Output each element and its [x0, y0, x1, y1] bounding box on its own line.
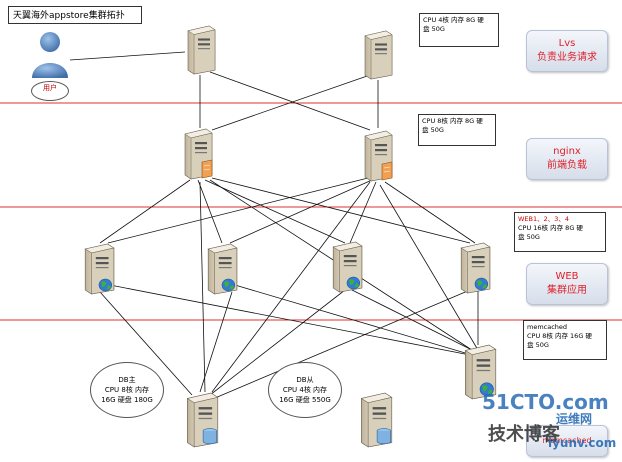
db-master-title: DB主: [118, 376, 136, 384]
link: [379, 184, 479, 351]
layer-label-memcached: memcached: [526, 425, 608, 457]
web-spec-note: WEB1、2、3、4 CPU 16核 内存 8G 硬 盘 50G: [514, 212, 606, 252]
lvs-spec-line: 盘 50G: [423, 25, 445, 33]
db-master-spec: 16G 硬盘 180G: [101, 396, 153, 404]
server-tower-icon: [364, 130, 393, 182]
web-server-1: [82, 243, 116, 295]
layer-lvs-name: Lvs: [558, 38, 576, 49]
link: [349, 181, 377, 244]
layer-label-web: WEB 集群应用: [526, 263, 608, 305]
server-tower-icon: [332, 241, 363, 293]
link: [99, 179, 191, 244]
memcached-spec-line: 盘 50G: [527, 341, 549, 349]
link: [199, 291, 233, 393]
lvs-server-left: [185, 25, 217, 75]
db-master-ellipse: DB主 CPU 8核 内存 16G 硬盘 180G: [90, 362, 164, 418]
watermark-site: 51CTO.com: [482, 390, 609, 414]
nginx-server-left: [182, 128, 214, 180]
link: [99, 291, 193, 396]
lvs-spec-note: CPU 4核 内存 8G 硬 盘 50G: [419, 13, 499, 47]
link: [234, 284, 473, 356]
watermark-site2-cn: 运维网: [556, 412, 593, 426]
layer-web-desc: 集群应用: [547, 285, 587, 296]
layer-memcached-name: memcached: [542, 436, 592, 445]
server-tower-icon: [464, 344, 497, 400]
web-spec-line: CPU 16核 内存 8G 硬: [518, 224, 583, 232]
layer-nginx-desc: 前端负载: [547, 160, 587, 171]
link: [229, 179, 373, 244]
db-slave-title: DB从: [296, 376, 314, 384]
server-tower-icon: [360, 392, 393, 448]
nginx-spec-line: CPU 8核 内存 8G 硬: [422, 117, 483, 125]
link: [209, 71, 371, 131]
db-master-server: [184, 392, 220, 448]
memcached-spec-note: memcached CPU 8核 内存 16G 硬 盘 50G: [523, 320, 607, 360]
web-server-3: [330, 241, 364, 293]
nginx-spec-note: CPU 8核 内存 8G 硬 盘 50G: [418, 114, 496, 146]
link: [209, 289, 346, 396]
link: [351, 289, 477, 353]
layer-label-nginx: nginx 前端负载: [526, 138, 608, 180]
web-server-4: [458, 242, 492, 294]
user-icon: [32, 32, 68, 78]
db-master-spec: CPU 8核 内存: [104, 386, 150, 394]
web-server-2: [205, 243, 239, 295]
link: [214, 289, 471, 399]
layer-web-name: WEB: [555, 271, 579, 282]
link: [109, 284, 471, 356]
memcached-server: [462, 344, 498, 400]
link: [199, 181, 206, 393]
web-spec-line: 盘 50G: [518, 233, 540, 241]
server-tower-icon: [207, 243, 238, 295]
lvs-server-right: [362, 30, 394, 80]
lvs-spec-line: CPU 4核 内存 8G 硬: [423, 16, 484, 24]
watermark-slogan: 技术博客: [488, 424, 560, 445]
watermark-site2-url: iyunv.com: [548, 436, 617, 450]
server-tower-icon: [364, 30, 393, 80]
db-slave-server: [358, 392, 394, 448]
link: [204, 179, 346, 244]
nginx-spec-line: 盘 50G: [422, 126, 444, 134]
memcached-spec-title: memcached: [527, 323, 568, 331]
link: [384, 181, 476, 244]
nginx-server-right: [362, 130, 394, 182]
db-slave-spec: CPU 4核 内存: [282, 386, 328, 394]
layer-nginx-name: nginx: [553, 146, 581, 157]
server-tower-icon: [184, 128, 213, 180]
user-ellipse: 用户: [31, 81, 69, 101]
link: [211, 177, 471, 244]
db-slave-ellipse: DB从 CPU 4核 内存 16G 硬盘 550G: [268, 362, 342, 418]
server-tower-icon: [84, 243, 115, 295]
link: [211, 74, 371, 131]
server-tower-icon: [460, 242, 491, 294]
link-user-lvs: [69, 51, 186, 61]
diagram-title: 天翼海外appstore集群拓扑: [8, 6, 142, 24]
layer-lvs-desc: 负责业务请求: [537, 52, 597, 63]
web-spec-title: WEB1、2、3、4: [518, 215, 570, 223]
server-tower-icon: [187, 25, 216, 75]
layer-label-lvs: Lvs 负责业务请求: [526, 30, 608, 72]
memcached-spec-line: CPU 8核 内存 16G 硬: [527, 332, 592, 340]
link: [107, 177, 369, 244]
user-label: 用户: [43, 84, 57, 92]
link: [211, 181, 371, 393]
db-slave-spec: 16G 硬盘 550G: [279, 396, 331, 404]
link: [197, 179, 223, 244]
server-tower-icon: [186, 392, 219, 448]
